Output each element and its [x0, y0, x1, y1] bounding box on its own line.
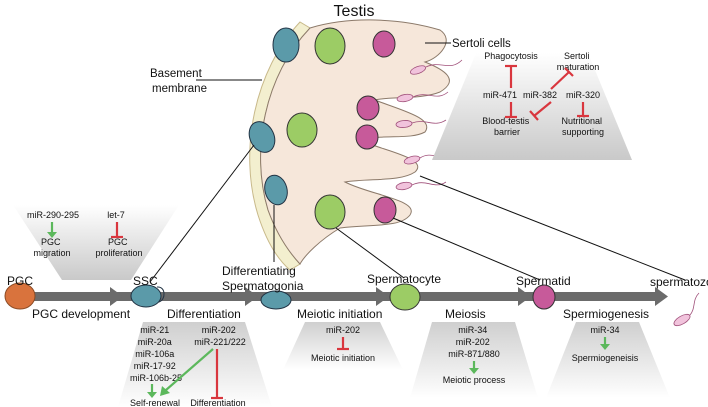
self-renewal-label: Self-renewal: [130, 398, 180, 407]
nutritional-supporting-label: Nutritional supporting: [561, 116, 604, 137]
lumen-sperm: [395, 59, 463, 191]
spermiogenesis-effect: Spermiogeneisis: [572, 353, 639, 363]
meiosis-activate: [469, 361, 479, 374]
main-arrow: [30, 287, 668, 306]
spermatocyte-cell-3: [314, 194, 346, 230]
pgc-proliferation-label: PGC proliferation: [95, 237, 142, 258]
ssc-cell-top: [272, 27, 300, 63]
mir-471-label: miR-471: [483, 90, 517, 100]
basement-membrane-label: Basement membrane: [150, 68, 207, 95]
spermiogenesis-fan: [546, 322, 670, 398]
spermatid-label: Spermatid: [516, 274, 571, 288]
spermatid-cell-4: [373, 196, 397, 224]
sertoli-inhibition-arrows: [505, 64, 589, 121]
mir-382-label: miR-382: [523, 90, 557, 100]
meiosis-mir-list: miR-34 miR-202 miR-871/880: [448, 325, 500, 359]
phagocytosis-label: Phagocytosis: [484, 51, 538, 61]
ssc-self-renewal-arc: [156, 286, 165, 303]
spermatocyte-cell: [389, 283, 421, 311]
spermatid-cell-3: [355, 124, 379, 150]
stage-meiosis: Meiosis: [445, 307, 486, 321]
differentiating-spermatogonia-label: Differentiating Spermatogonia: [222, 264, 304, 293]
ssc-cell-low: [264, 174, 288, 206]
ssc-label: SSC: [133, 274, 158, 288]
spermatid-cell-2: [356, 95, 380, 121]
testis-title: Testis: [334, 3, 375, 20]
pgc-label: PGC: [7, 274, 33, 288]
stage-meiotic-initiation: Meiotic initiation: [297, 307, 382, 321]
sertoli-cells-label: Sertoli cells: [452, 38, 511, 50]
pgc-fan: [13, 205, 179, 280]
blood-testis-barrier-label: Blood-testis barrier: [482, 116, 532, 137]
meiosis-fan: [410, 322, 538, 398]
meiotic-initiation-mir: miR-202: [326, 325, 360, 335]
meiosis-effect: Meiotic process: [443, 375, 506, 385]
stage-spermiogenesis: Spermiogenesis: [563, 307, 649, 321]
mir-320-label: miR-320: [566, 90, 600, 100]
differentiating-spermatogonia-cell: [260, 290, 292, 310]
stage-pgc-development: PGC development: [32, 307, 131, 321]
spermiogenesis-activate: [600, 337, 610, 350]
spermatozoa-label: spermatozoa: [650, 275, 708, 289]
differentiation-mir-list: miR-202 miR-221/222: [194, 325, 246, 347]
spermatid-cell-1: [372, 30, 396, 58]
let-7-label: let-7: [107, 210, 125, 220]
differentiation-arrows: [147, 348, 223, 400]
differentiation-outcome-label: Differentiation: [190, 398, 245, 407]
testis-section: [248, 19, 463, 271]
ssc-cell-mid: [248, 121, 276, 153]
renewal-mir-list: miR-21 miR-20a miR-106a miR-17-92 miR-10…: [130, 325, 182, 383]
spermiogenesis-mir: miR-34: [590, 325, 619, 335]
stage-differentiation: Differentiation: [167, 307, 241, 321]
spermatocyte-label: Spermatocyte: [367, 272, 441, 286]
meiotic-initiation-effect: Meiotic initiation: [311, 353, 375, 363]
sertoli-maturation-label: Sertoli maturation: [557, 51, 600, 72]
mir-290-295-label: miR-290-295: [27, 210, 79, 220]
spermatocyte-cell-2: [286, 112, 318, 148]
meiotic-initiation-inhibit: [337, 337, 349, 351]
stage-connectors: [149, 144, 686, 283]
ssc-cell: [130, 284, 162, 308]
spermatozoa-cell: [673, 292, 700, 327]
pgc-arrows: [47, 222, 123, 239]
spermatid-cell: [532, 284, 556, 310]
pgc-cell: [4, 282, 36, 310]
sertoli-fan: [432, 53, 632, 160]
spermatocyte-cell-1: [314, 27, 346, 65]
pgc-migration-label: PGC migration: [33, 237, 70, 258]
